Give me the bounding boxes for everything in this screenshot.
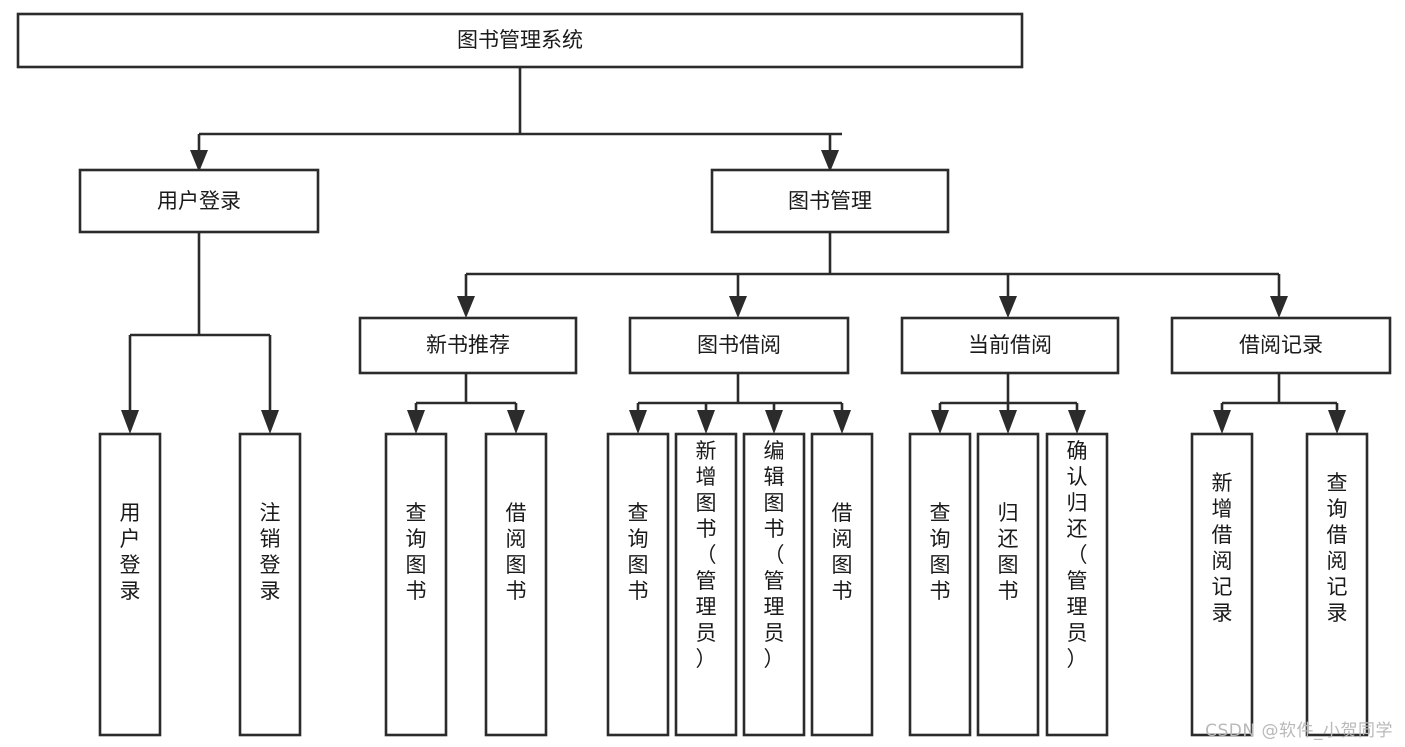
leaf-borrow-edit-book[interactable]: 编辑图书（管理员） bbox=[742, 432, 806, 737]
leaf-record-query-record-label: 查询借阅记录 bbox=[1327, 471, 1348, 625]
leaf-user-login-logout-label: 注销登录 bbox=[260, 501, 281, 603]
leaf-current-query-book-label: 查询图书 bbox=[930, 501, 951, 603]
node-root-label: 图书管理系统 bbox=[457, 28, 583, 52]
node-borrow-record[interactable]: 借阅记录 bbox=[1170, 316, 1392, 375]
node-user-login[interactable]: 用户登录 bbox=[78, 168, 320, 234]
leaf-record-add-record-label: 新增借阅记录 bbox=[1212, 471, 1233, 625]
leaf-current-return-book[interactable]: 归还图书 bbox=[976, 432, 1040, 737]
leaf-current-query-book[interactable]: 查询图书 bbox=[908, 432, 972, 737]
node-borrow-record-label: 借阅记录 bbox=[1239, 333, 1323, 357]
leaf-record-query-record[interactable]: 查询借阅记录 bbox=[1305, 432, 1369, 737]
node-book-borrow-label: 图书借阅 bbox=[697, 333, 781, 357]
leaf-user-login-login[interactable]: 用户登录 bbox=[98, 432, 162, 737]
leaf-current-confirm-return-label: 确认归还（管理员） bbox=[1067, 439, 1088, 671]
node-new-book-recommend-label: 新书推荐 bbox=[426, 333, 510, 357]
leaf-borrow-edit-book-label: 编辑图书（管理员） bbox=[764, 439, 785, 671]
connector-user-login-to-leaves bbox=[121, 232, 279, 434]
leaf-user-login-logout[interactable]: 注销登录 bbox=[238, 432, 302, 737]
leaf-recommend-borrow-book-label: 借阅图书 bbox=[506, 501, 527, 603]
leaf-recommend-query-book-label: 查询图书 bbox=[406, 501, 427, 603]
connector-book-manage-to-level3 bbox=[457, 232, 1288, 318]
connector-borrow-to-leaves bbox=[629, 373, 851, 434]
node-book-manage[interactable]: 图书管理 bbox=[710, 168, 950, 234]
node-book-manage-label: 图书管理 bbox=[788, 189, 872, 213]
node-new-book-recommend[interactable]: 新书推荐 bbox=[358, 316, 578, 375]
leaf-borrow-add-book-label: 新增图书（管理员） bbox=[696, 439, 717, 671]
node-current-borrow[interactable]: 当前借阅 bbox=[900, 316, 1120, 375]
leaf-borrow-borrow-book[interactable]: 借阅图书 bbox=[810, 432, 874, 737]
connector-recommend-to-leaves bbox=[407, 373, 525, 434]
node-book-borrow[interactable]: 图书借阅 bbox=[628, 316, 850, 375]
leaf-record-add-record[interactable]: 新增借阅记录 bbox=[1190, 432, 1254, 737]
node-root[interactable]: 图书管理系统 bbox=[16, 12, 1024, 69]
leaf-borrow-query-book-label: 查询图书 bbox=[628, 501, 649, 603]
node-current-borrow-label: 当前借阅 bbox=[968, 333, 1052, 357]
leaf-borrow-add-book[interactable]: 新增图书（管理员） bbox=[674, 432, 738, 737]
leaf-current-return-book-label: 归还图书 bbox=[998, 501, 1019, 603]
connector-record-to-leaves bbox=[1213, 373, 1346, 434]
leaf-borrow-borrow-book-label: 借阅图书 bbox=[832, 501, 853, 603]
node-user-login-label: 用户登录 bbox=[157, 189, 241, 213]
leaf-user-login-login-label: 用户登录 bbox=[120, 501, 141, 603]
connector-root-to-level2 bbox=[190, 67, 842, 172]
leaf-recommend-borrow-book[interactable]: 借阅图书 bbox=[484, 432, 548, 737]
leaf-borrow-query-book[interactable]: 查询图书 bbox=[606, 432, 670, 737]
leaf-recommend-query-book[interactable]: 查询图书 bbox=[384, 432, 448, 737]
connector-current-to-leaves bbox=[931, 373, 1086, 434]
leaf-current-confirm-return[interactable]: 确认归还（管理员） bbox=[1045, 432, 1109, 737]
